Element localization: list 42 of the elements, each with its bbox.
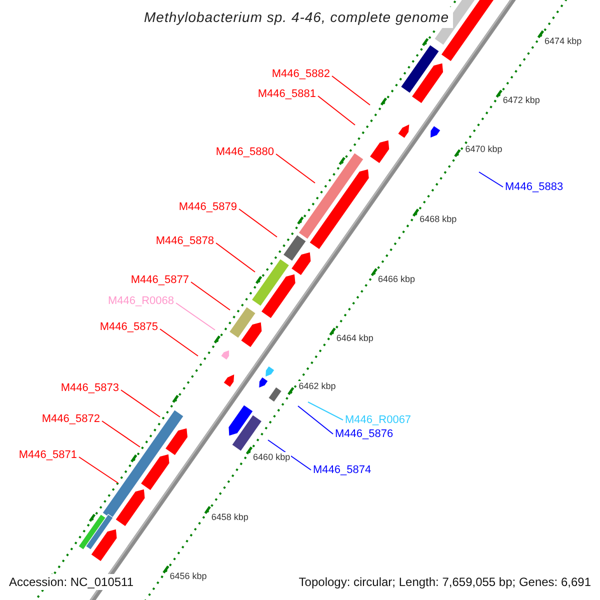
scale-label: 6458 kbp	[210, 512, 250, 523]
leader-line	[276, 154, 316, 184]
leader-line	[478, 172, 504, 188]
leader-line	[318, 96, 356, 126]
gene-label: M446_5881	[258, 86, 316, 102]
genome-summary: Topology: circular; Length: 7,659,055 bp; Genes: 6,691	[298, 574, 592, 590]
scale-label: 6474 kbp	[544, 36, 583, 47]
scale-label: 6468 kbp	[418, 214, 458, 226]
scale-label: 6470 kbp	[464, 144, 504, 155]
gene-label: M446_5872	[42, 411, 100, 427]
gene-label: M446_5878	[156, 233, 214, 249]
leader-line	[78, 456, 118, 484]
scale-label: 6464 kbp	[335, 333, 374, 344]
gene-label: M446_5873	[60, 380, 119, 396]
leader-line	[238, 208, 278, 238]
leader-line	[176, 302, 216, 330]
gene-label: M446_5882	[272, 66, 330, 82]
accession-note: Accession: NC_010511	[8, 574, 135, 590]
scale-label: 6460 kbp	[252, 452, 292, 464]
leader-line	[332, 76, 370, 106]
scale-label: 6456 kbp	[168, 571, 208, 582]
leader-line	[190, 282, 230, 310]
leader-line	[120, 390, 160, 418]
gene-label: M446_R0067	[345, 412, 412, 428]
scale-label: 6462 kbp	[298, 380, 337, 392]
gene-label: M446_R0068	[108, 293, 174, 309]
leader-line	[160, 328, 198, 356]
leader-line	[268, 440, 312, 470]
scale-label: 6466 kbp	[376, 274, 416, 285]
gene-label: M446_5875	[100, 319, 158, 335]
gene-label: M446_5876	[335, 426, 394, 442]
scale-label: 6472 kbp	[502, 95, 541, 106]
gene-label: M446_5877	[130, 272, 189, 288]
gene-label: M446_5871	[18, 447, 77, 463]
leader-line	[308, 402, 344, 420]
leader-line	[298, 406, 334, 434]
gene-label: M446_5880	[216, 144, 274, 160]
gene-label: M446_5883	[505, 179, 564, 195]
gene-label: M446_5879	[178, 199, 237, 215]
leader-line	[102, 420, 140, 448]
gene-label: M446_5874	[313, 462, 372, 478]
leader-line	[216, 242, 256, 272]
